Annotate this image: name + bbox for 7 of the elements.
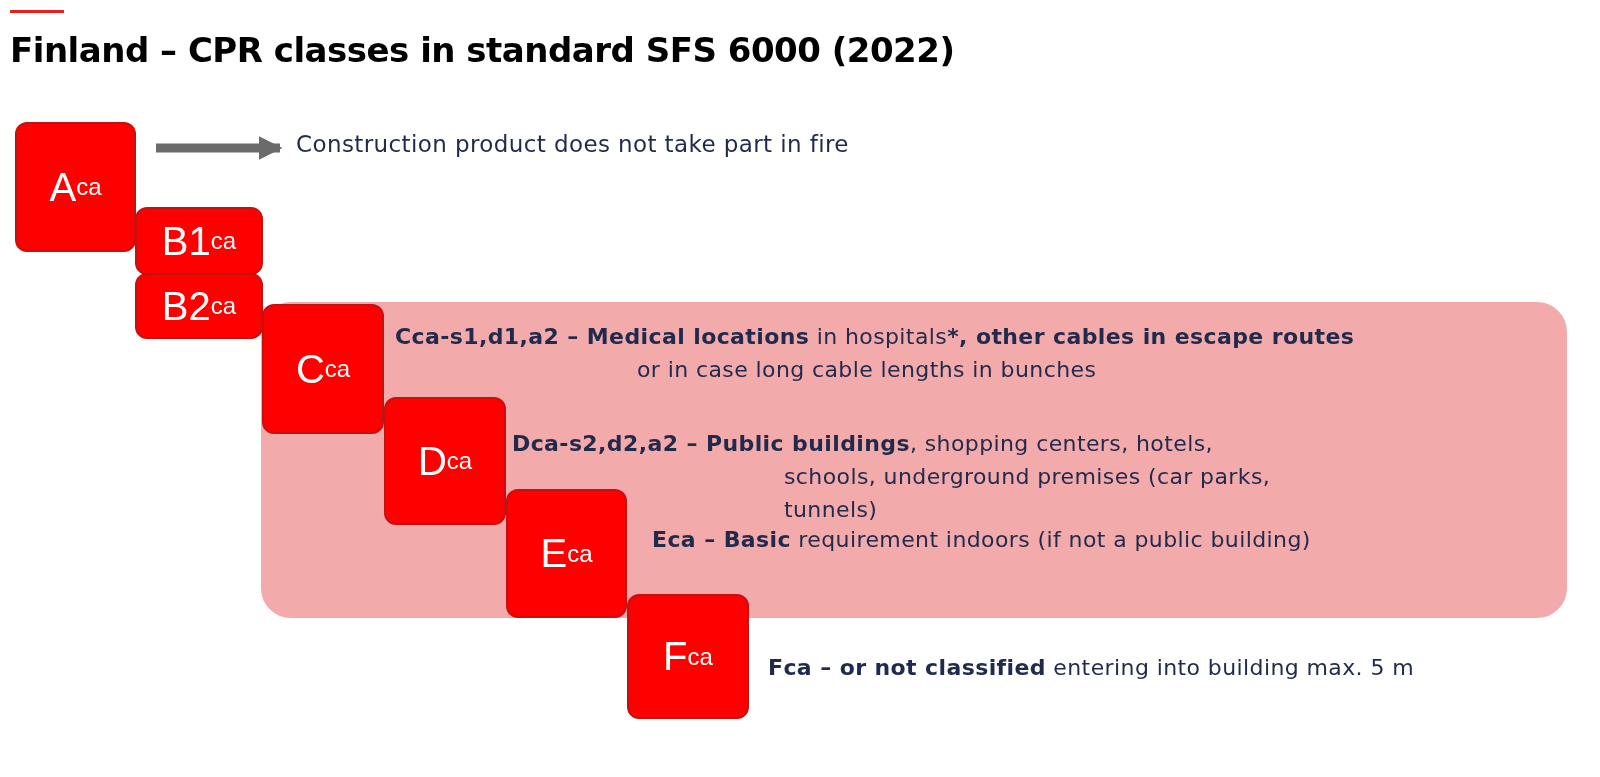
highlight-band [261, 302, 1567, 618]
class-description: Eca – Basic requirement indoors (if not a public building) [652, 526, 1312, 554]
title: Finland – CPR classes in standard SFS 6000 (2022) [10, 30, 955, 70]
class-description: Cca-s1,d1,a2 – Medical locations in hospitals*, other cables in escape routes or in case long cable lengths in bunches [395, 323, 1356, 384]
class-description: Fca – or not classified entering into building max. 5 m [768, 654, 1415, 682]
arrow [156, 136, 283, 160]
description-text: Construction product does not take part in fire [296, 131, 849, 157]
